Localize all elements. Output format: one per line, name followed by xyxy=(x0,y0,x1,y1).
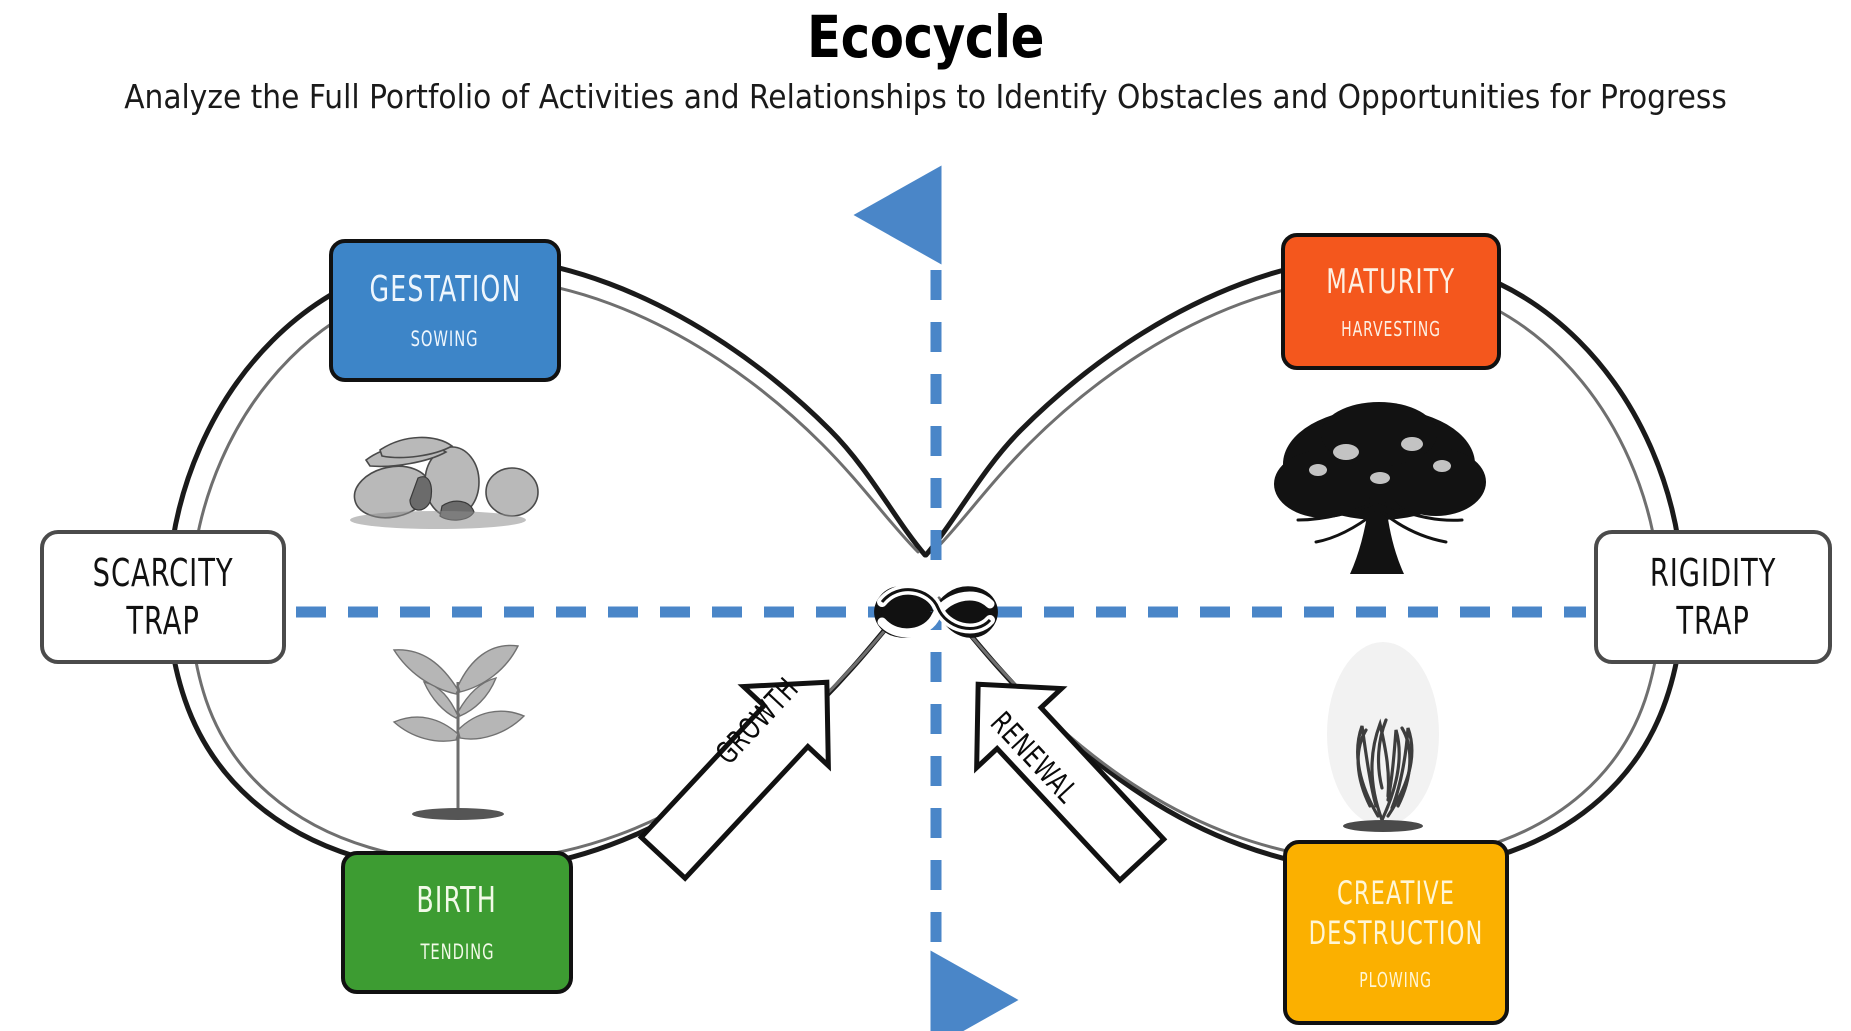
stage-title-birth: BIRTH xyxy=(416,879,498,921)
stage-subtitle-creative-destruction: PLOWING xyxy=(1359,967,1433,992)
flame-illustration xyxy=(1327,642,1439,832)
stage-subtitle-maturity: HARVESTING xyxy=(1341,316,1441,341)
stage-title-creative-destruction: CREATIVE DESTRUCTION xyxy=(1308,873,1484,952)
header: Ecocycle Analyze the Full Portfolio of A… xyxy=(0,0,1851,117)
sapling-illustration xyxy=(392,644,526,820)
page-title: Ecocycle xyxy=(806,3,1045,71)
stage-subtitle-birth: TENDING xyxy=(419,939,495,964)
growth-arrow xyxy=(637,679,831,882)
page-subtitle: Analyze the Full Portfolio of Activities… xyxy=(124,77,1727,116)
trap-box-scarcity[interactable]: SCARCITY TRAP xyxy=(40,530,286,664)
stage-box-creative-destruction[interactable]: CREATIVE DESTRUCTION PLOWING xyxy=(1283,840,1509,1025)
trap-label-scarcity: SCARCITY TRAP xyxy=(92,551,234,643)
renewal-arrow xyxy=(974,681,1168,884)
stage-box-gestation[interactable]: GESTATION SOWING xyxy=(329,239,561,382)
stage-subtitle-gestation: SOWING xyxy=(411,326,479,351)
stage-box-maturity[interactable]: MATURITY HARVESTING xyxy=(1281,233,1501,370)
acorns-illustration xyxy=(350,436,539,529)
stage-title-gestation: GESTATION xyxy=(368,268,522,310)
trap-label-rigidity: RIGIDITY TRAP xyxy=(1649,551,1777,643)
oak-tree-illustration xyxy=(1274,402,1486,574)
trap-box-rigidity[interactable]: RIGIDITY TRAP xyxy=(1594,530,1832,664)
stage-title-maturity: MATURITY xyxy=(1326,261,1456,302)
stage-box-birth[interactable]: BIRTH TENDING xyxy=(341,851,573,994)
